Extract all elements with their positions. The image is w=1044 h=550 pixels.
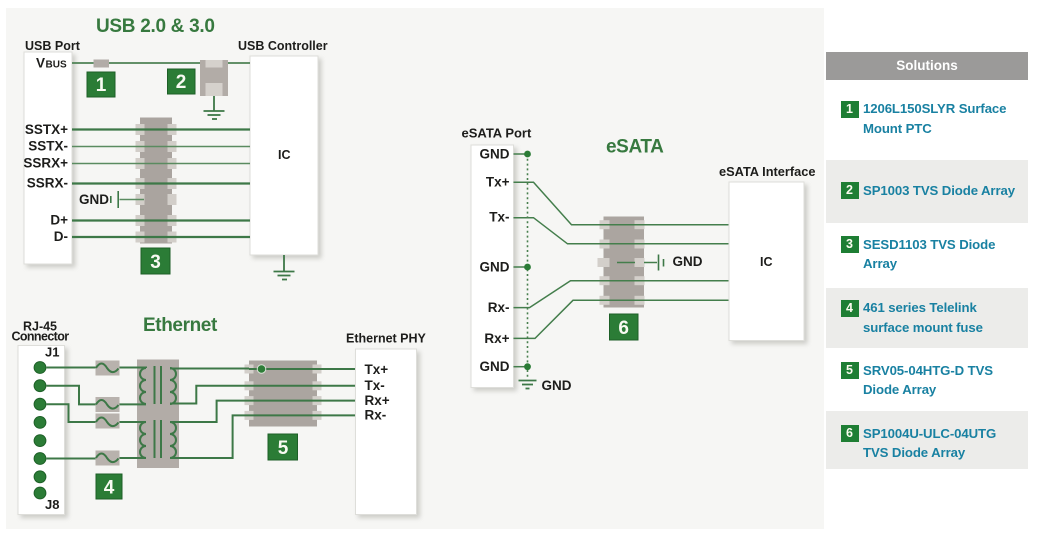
svg-text:GND: GND bbox=[480, 359, 510, 374]
svg-text:6: 6 bbox=[618, 318, 629, 339]
svg-text:Connector: Connector bbox=[11, 330, 69, 344]
svg-text:SSTX-: SSTX- bbox=[28, 139, 68, 154]
svg-text:Rx+: Rx+ bbox=[484, 331, 509, 346]
svg-text:GND: GND bbox=[673, 254, 703, 269]
svg-text:eSATA: eSATA bbox=[606, 137, 664, 158]
svg-text:J1: J1 bbox=[45, 345, 59, 360]
svg-text:1: 1 bbox=[96, 75, 107, 96]
svg-text:USB Port: USB Port bbox=[25, 39, 81, 53]
svg-text:IC: IC bbox=[760, 255, 773, 269]
svg-text:D-: D- bbox=[54, 229, 68, 244]
svg-text:RJ-45: RJ-45 bbox=[23, 320, 57, 334]
svg-text:Rx+: Rx+ bbox=[365, 393, 390, 408]
svg-text:GND: GND bbox=[542, 378, 572, 393]
svg-text:SSRX+: SSRX+ bbox=[23, 156, 68, 171]
svg-text:GND: GND bbox=[480, 260, 510, 275]
svg-text:Tx-: Tx- bbox=[489, 210, 509, 225]
svg-text:Tx-: Tx- bbox=[365, 378, 385, 393]
svg-text:eSATA Port: eSATA Port bbox=[462, 126, 532, 141]
svg-text:D+: D+ bbox=[50, 213, 68, 228]
svg-text:2: 2 bbox=[176, 72, 187, 93]
svg-text:Tx+: Tx+ bbox=[365, 362, 389, 377]
svg-text:V: V bbox=[36, 56, 45, 71]
svg-text:Tx+: Tx+ bbox=[486, 175, 510, 190]
svg-text:eSATA Interface: eSATA Interface bbox=[719, 164, 815, 179]
svg-text:Ethernet PHY: Ethernet PHY bbox=[346, 332, 427, 346]
svg-text:SSRX-: SSRX- bbox=[27, 176, 68, 191]
svg-text:4: 4 bbox=[104, 478, 115, 499]
svg-text:BUS: BUS bbox=[46, 60, 67, 71]
svg-text:IC: IC bbox=[278, 148, 291, 162]
svg-text:USB Controller: USB Controller bbox=[238, 39, 328, 53]
svg-text:Rx-: Rx- bbox=[488, 300, 510, 315]
svg-text:5: 5 bbox=[278, 438, 289, 459]
svg-text:GND: GND bbox=[79, 192, 109, 207]
svg-text:USB 2.0 & 3.0: USB 2.0 & 3.0 bbox=[96, 16, 215, 37]
svg-text:GND: GND bbox=[480, 147, 510, 162]
svg-text:J8: J8 bbox=[45, 497, 59, 512]
svg-text:SSTX+: SSTX+ bbox=[25, 122, 68, 137]
svg-text:Ethernet: Ethernet bbox=[143, 315, 218, 336]
svg-text:Rx-: Rx- bbox=[365, 408, 387, 423]
svg-text:3: 3 bbox=[150, 252, 161, 273]
